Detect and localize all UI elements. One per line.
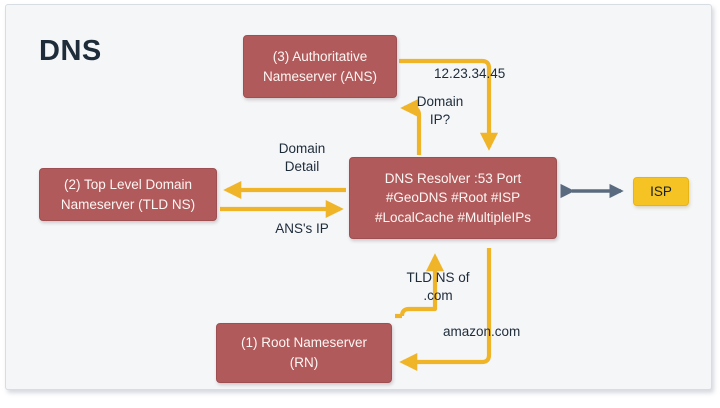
connector-layer <box>220 58 624 372</box>
node-tld-line2: Nameserver (TLD NS) <box>60 196 196 212</box>
node-root-nameserver[interactable]: (1) Root Nameserver (RN) <box>216 323 392 383</box>
node-resolver-line2: #GeoDNS #Root #ISP <box>385 190 521 206</box>
node-dns-resolver[interactable]: DNS Resolver :53 Port #GeoDNS #Root #ISP… <box>349 157 557 239</box>
edge-label-resolved-ip: 12.23.34.45 <box>434 66 506 81</box>
edge-label-ans-ip: ANS's IP <box>275 221 329 236</box>
node-isp[interactable]: ISP <box>633 177 689 206</box>
diagram-card: DNS <box>5 4 712 390</box>
node-root-line1: (1) Root Nameserver <box>240 335 368 351</box>
node-tld-line1: (2) Top Level Domain <box>63 176 193 192</box>
node-resolver-line3: #LocalCache #MultipleIPs <box>374 209 532 225</box>
edge-label-amazon-domain: amazon.com <box>443 324 521 339</box>
edge-resolver-to-root <box>399 248 492 372</box>
edge-root-to-resolver <box>399 253 445 317</box>
edge-ans-to-resolver <box>399 58 499 151</box>
edge-resolver-to-ans <box>400 98 422 155</box>
node-ans-line1: (3) Authoritative <box>272 48 368 64</box>
node-authoritative-nameserver[interactable]: (3) Authoritative Nameserver (ANS) <box>243 35 397 98</box>
edge-label-domain-ip: Domain IP? <box>416 94 464 128</box>
node-ans-line2: Nameserver (ANS) <box>262 68 378 84</box>
node-root-line2: (RN) <box>289 355 319 370</box>
node-tld-nameserver[interactable]: (2) Top Level Domain Nameserver (TLD NS) <box>39 168 217 221</box>
node-isp-label: ISP <box>650 184 672 199</box>
node-resolver-line1: DNS Resolver :53 Port <box>384 170 522 186</box>
page-title: DNS <box>39 35 102 67</box>
edge-label-domain-detail: Domain Detail <box>278 141 326 175</box>
edge-label-tld-ns-of-com: TLD NS of .com <box>406 270 470 304</box>
